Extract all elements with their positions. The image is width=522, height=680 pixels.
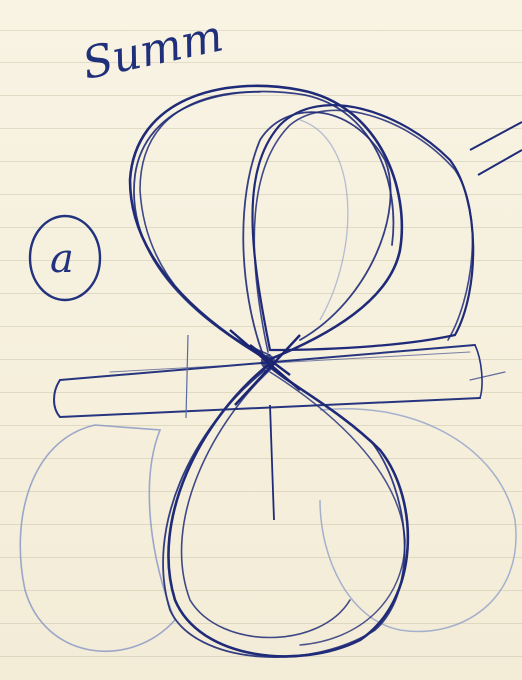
faint-lobe-left <box>20 425 175 651</box>
vertical-axis <box>186 335 188 418</box>
margin-strokes <box>470 122 522 175</box>
vertical-axis-lower <box>270 405 274 520</box>
faint-lobe-upper <box>300 120 348 320</box>
circled-label: a <box>30 216 100 300</box>
upper-right-lobe <box>253 105 474 352</box>
label-letter: a <box>50 236 74 282</box>
upper-lobe <box>130 86 402 360</box>
faint-lobe-right <box>320 409 516 632</box>
lower-lobe <box>163 365 408 657</box>
